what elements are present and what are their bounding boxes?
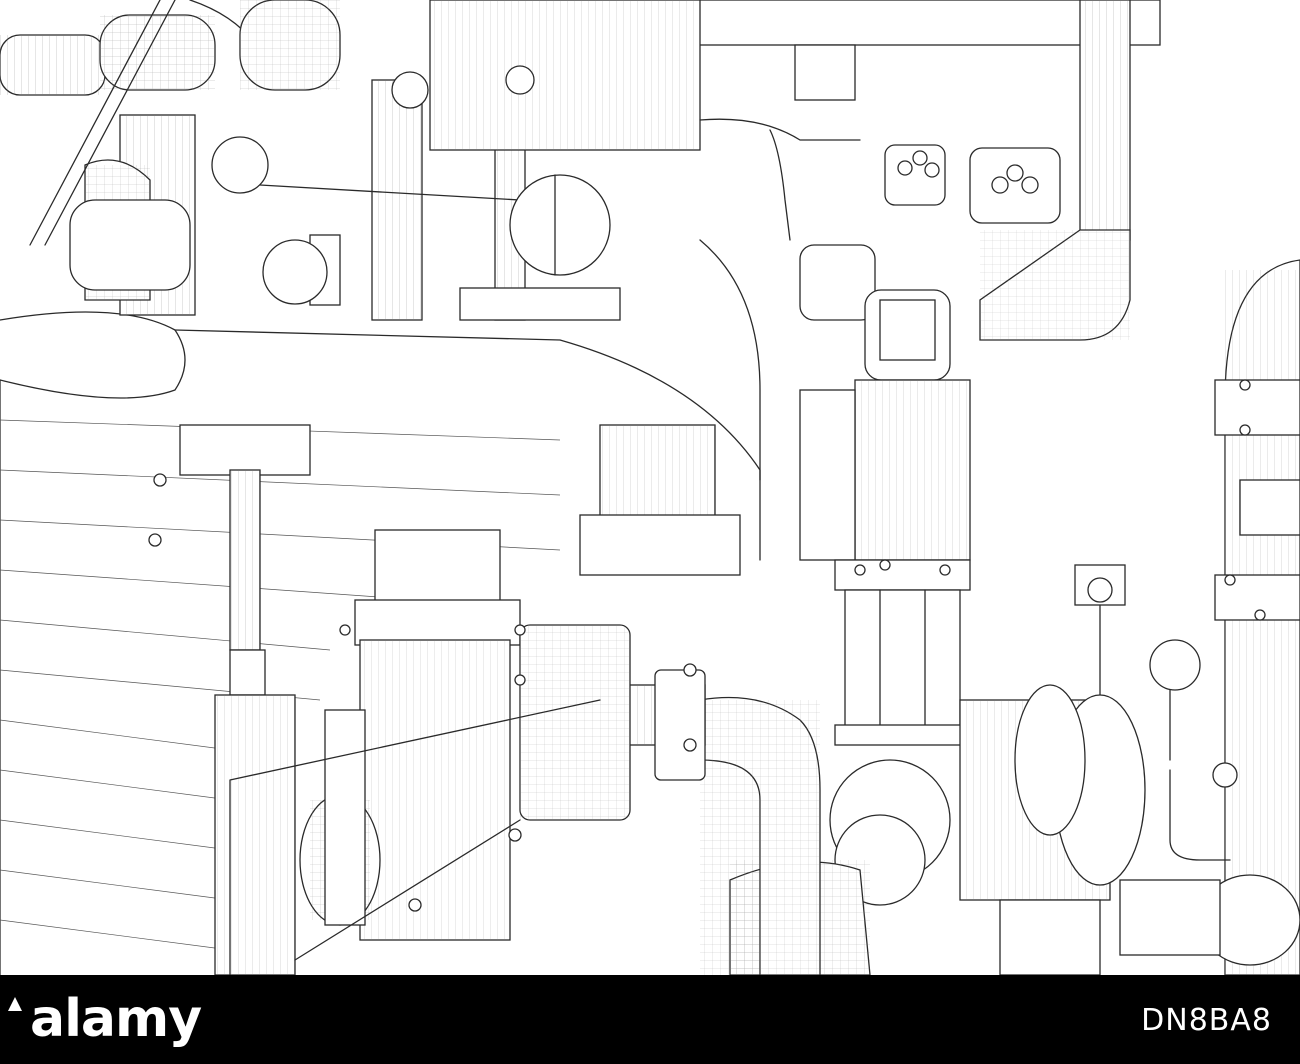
wireframe-drawing <box>0 0 1300 975</box>
upper-right-sensors <box>699 0 1131 481</box>
top-valve-body <box>262 0 701 321</box>
bolts <box>148 379 1266 912</box>
large-tank <box>0 311 761 975</box>
lower-left-valves <box>179 424 741 975</box>
stock-id: DN8BA8 <box>1141 1003 1272 1038</box>
top-left-ducts <box>0 0 1161 321</box>
brand-logo: alamy <box>30 989 202 1049</box>
central-column <box>799 379 971 746</box>
watermark-footer: alamy DN8BA8 <box>0 975 1300 1064</box>
alamy-logo-mark <box>8 997 22 1011</box>
